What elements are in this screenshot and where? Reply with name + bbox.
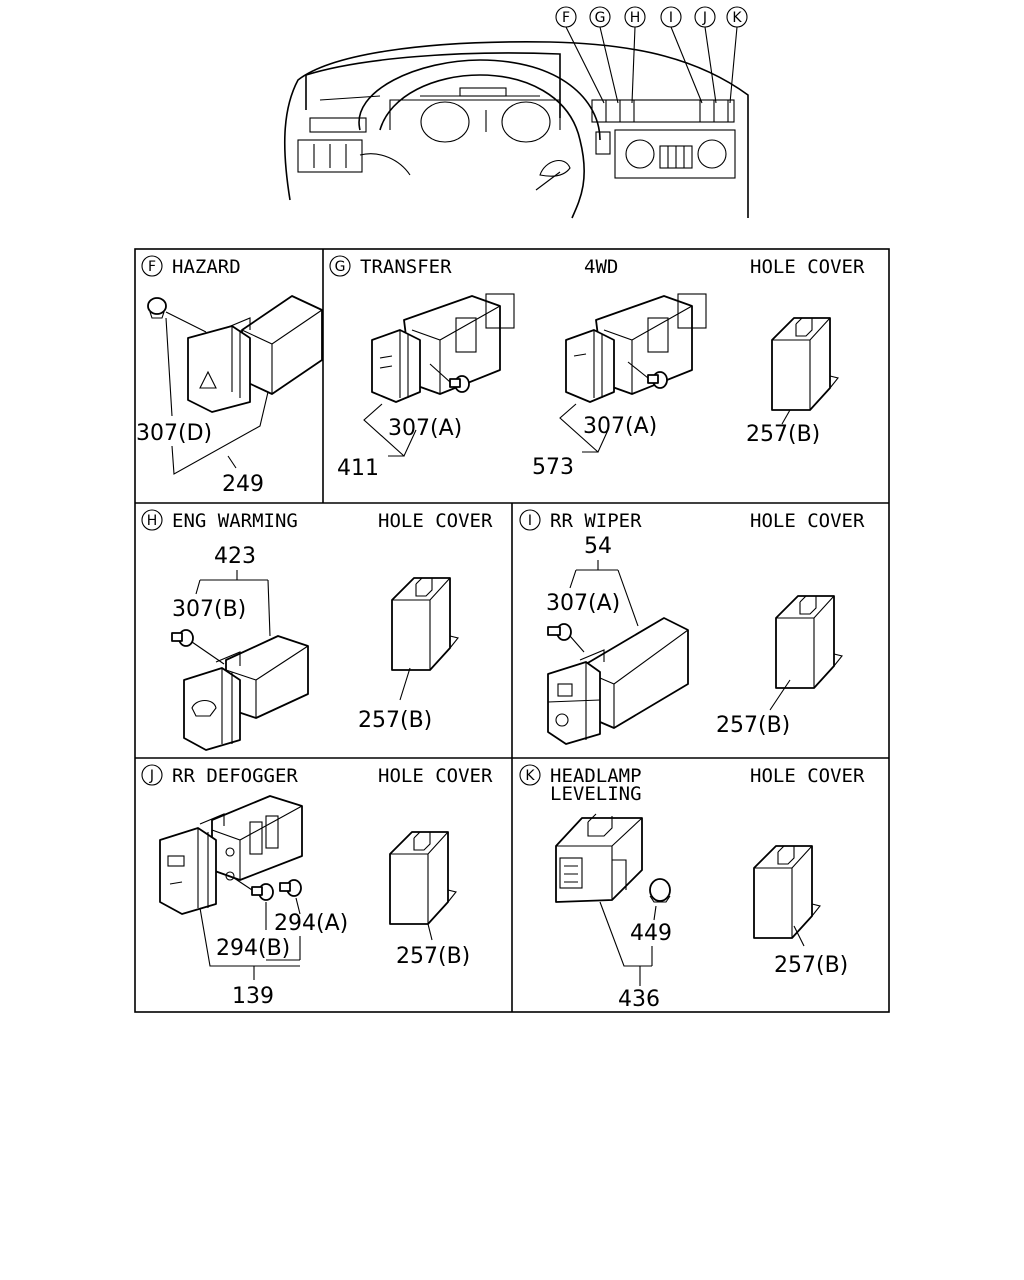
hole-cover-j [389,831,457,925]
hazard-screw [147,297,207,333]
panel-4wd-title: 4WD [584,256,618,278]
callout-g: G [589,6,611,28]
hole-cover-h [391,577,459,671]
label-573: 573 [532,455,574,480]
label-257b-h: 257(B) [358,708,432,733]
label-294a: 294(A) [274,911,348,936]
panel-headlamp-title: HEADLAMP [550,765,642,787]
panel-g-hole-cover-title: HOLE COVER [750,256,865,278]
eng-warming-switch [183,635,309,751]
label-307a-g1: 307(A) [388,416,462,441]
label-257b-i: 257(B) [716,713,790,738]
label-54: 54 [584,534,612,559]
label-307d: 307(D) [136,421,212,446]
panel-hazard-title: HAZARD [172,256,241,278]
rr-wiper-screw [547,623,585,653]
hole-cover-i [775,595,843,689]
headlamp-bulb [649,878,671,903]
panel-hazard: F HAZARD 307(D) 249 [136,255,323,497]
svg-text:H: H [630,10,641,26]
label-423: 423 [214,544,256,569]
label-257b-j: 257(B) [396,944,470,969]
rr-defogger-switch [159,795,303,915]
label-139: 139 [232,984,274,1009]
label-257b-g: 257(B) [746,422,820,447]
panel-rr-wiper: I RR WIPER HOLE COVER 54 307(A) 257(B) [519,509,865,745]
svg-text:F: F [148,259,156,275]
svg-text:G: G [595,10,606,26]
svg-text:F: F [562,10,570,26]
panel-k-hole-cover-title: HOLE COVER [750,765,865,787]
dashboard-overview [283,26,749,219]
label-307b: 307(B) [172,597,246,622]
callout-f: F [555,6,577,28]
svg-text:H: H [147,513,158,529]
headlamp-leveling-switch [555,813,643,903]
label-411: 411 [337,456,379,481]
panel-headlamp-leveling: K HEADLAMP LEVELING HOLE COVER 449 436 2… [519,764,865,1012]
svg-text:G: G [335,259,346,275]
panel-rr-defogger: J RR DEFOGGER HOLE COVER 294(A) [141,764,493,1009]
panel-transfer-title: TRANSFER [360,256,452,278]
transfer-switch [371,293,515,403]
svg-text:K: K [732,10,742,26]
label-436: 436 [618,987,660,1012]
hole-cover-k [753,845,821,939]
svg-text:K: K [525,768,535,784]
callout-i: I [660,6,682,28]
label-294b: 294(B) [216,936,290,961]
label-307a-g2: 307(A) [583,414,657,439]
label-249: 249 [222,472,264,497]
callout-h: H [624,6,646,28]
panel-h-hole-cover-title: HOLE COVER [378,510,493,532]
callout-j: J [694,6,716,28]
4wd-screw [627,361,668,389]
svg-text:J: J [149,768,154,784]
svg-text:I: I [528,513,532,529]
hole-cover-g [771,317,839,411]
callout-k: K [726,6,748,28]
panel-transfer: G TRANSFER 4WD HOLE COVER 307(A) 411 [329,255,865,481]
panel-leveling-title: LEVELING [550,783,642,805]
hazard-switch [187,295,323,413]
eng-warming-screw [171,629,225,665]
label-307a-i: 307(A) [546,591,620,616]
panel-j-hole-cover-title: HOLE COVER [378,765,493,787]
label-257b-k: 257(B) [774,953,848,978]
svg-text:J: J [702,10,707,26]
panel-eng-warming-title: ENG WARMING [172,510,298,532]
panel-grid [134,248,890,1013]
panel-eng-warming: H ENG WARMING HOLE COVER 423 307(B) 257(… [141,509,493,751]
transfer-screw [429,363,470,393]
panel-rr-defogger-title: RR DEFOGGER [172,765,298,787]
panel-i-hole-cover-title: HOLE COVER [750,510,865,532]
panel-rr-wiper-title: RR WIPER [550,510,642,532]
rr-defogger-screw-a [279,879,302,897]
rr-defogger-screw-b [233,877,274,901]
label-449: 449 [630,921,672,946]
rr-wiper-switch [547,617,689,745]
4wd-switch [565,293,707,403]
svg-text:I: I [669,10,673,26]
